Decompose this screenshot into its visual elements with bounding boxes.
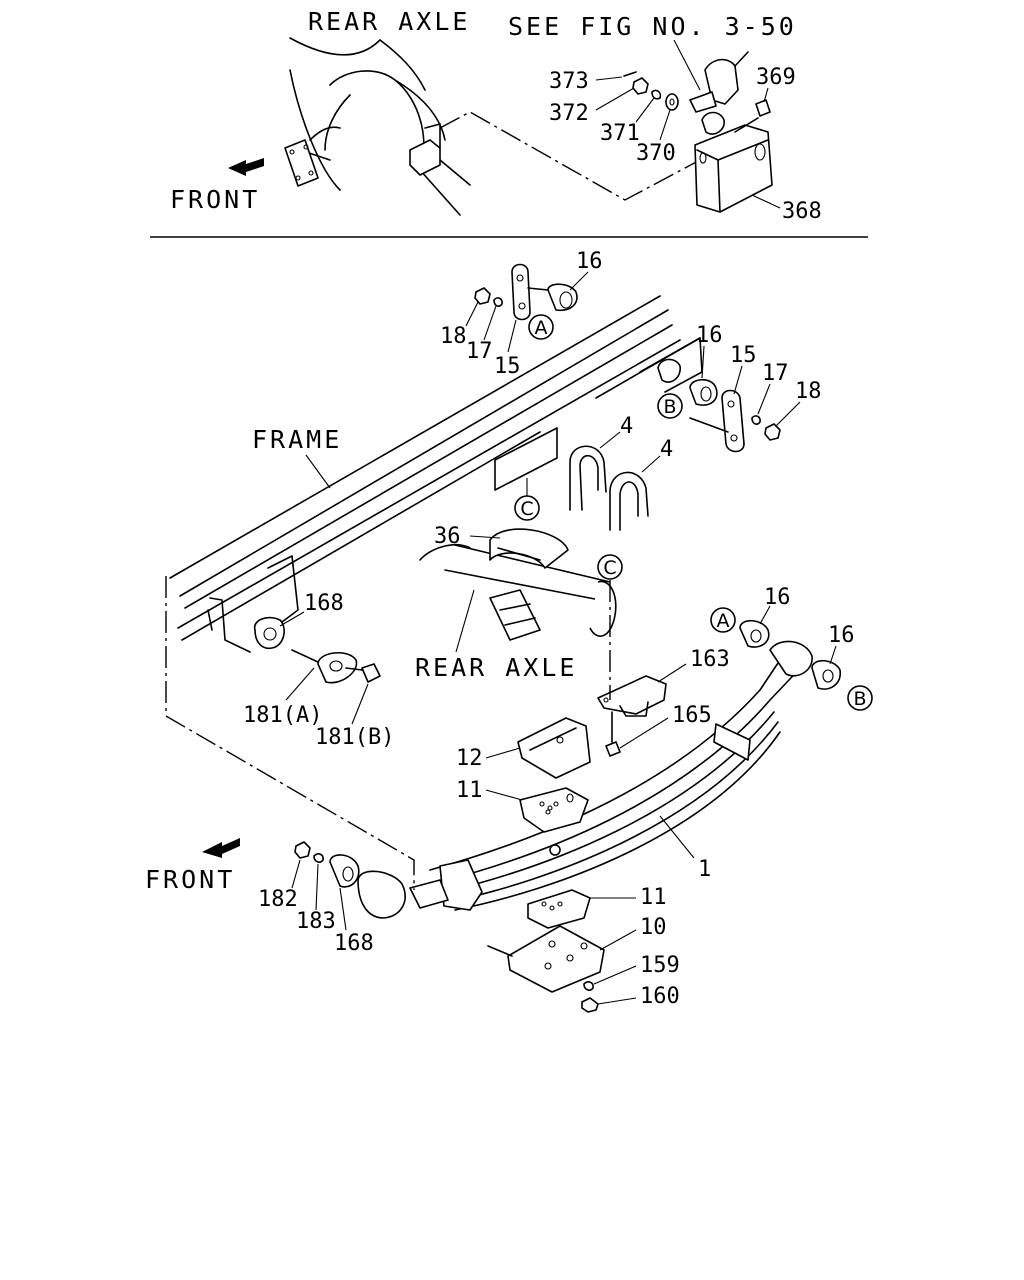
main-front-label: FRONT <box>145 865 235 894</box>
callout-12: 12 <box>456 746 483 771</box>
ref-circle-c-axle: C <box>603 557 616 579</box>
callout-160: 160 <box>640 984 680 1009</box>
callout-159: 159 <box>640 953 680 978</box>
callout-183: 183 <box>296 909 336 934</box>
rear-axle-main <box>419 528 617 641</box>
callout-163: 163 <box>690 647 730 672</box>
see-fig-label: SEE FIG NO. 3-50 <box>508 12 797 41</box>
callout-181a: 181(A) <box>243 703 322 728</box>
main-callouts: 16 18 17 15 16 15 17 18 4 4 36 168 181(A… <box>243 249 855 1009</box>
callout-18-b: 18 <box>795 379 822 404</box>
top-rear-axle-drawing <box>228 37 701 216</box>
callout-369: 369 <box>756 65 796 90</box>
frame-rail <box>169 295 703 653</box>
callout-16-b: 16 <box>696 323 723 348</box>
callout-4-b: 4 <box>660 437 673 462</box>
callout-181b: 181(B) <box>315 725 394 750</box>
callout-10: 10 <box>640 915 667 940</box>
callout-372: 372 <box>549 101 589 126</box>
main-rear-axle-label: REAR AXLE <box>415 653 577 682</box>
ref-circle-a-spring: A <box>717 610 730 632</box>
callout-182: 182 <box>258 887 298 912</box>
callout-17-a: 17 <box>466 339 493 364</box>
callout-16-d: 16 <box>828 623 855 648</box>
callout-15-a: 15 <box>494 354 521 379</box>
callout-1: 1 <box>698 857 711 882</box>
callout-16-c: 16 <box>764 585 791 610</box>
callout-165: 165 <box>672 703 712 728</box>
leaf-spring <box>357 640 813 919</box>
callout-168-a: 168 <box>304 591 344 616</box>
reference-circles: A B C C A B <box>514 314 873 711</box>
top-front-label: FRONT <box>170 185 260 214</box>
bushing-16-a <box>739 619 770 648</box>
ref-circle-a-top: A <box>535 317 548 339</box>
callout-371: 371 <box>600 121 640 146</box>
callout-36: 36 <box>434 524 461 549</box>
upper-shackle-parts <box>474 263 781 453</box>
top-bracket-assembly <box>623 51 773 213</box>
callout-15-b: 15 <box>730 343 757 368</box>
callout-16-a: 16 <box>576 249 603 274</box>
callout-11-b: 11 <box>640 885 667 910</box>
frame-label: FRAME <box>252 425 342 454</box>
callout-17-b: 17 <box>762 361 789 386</box>
callout-11-a: 11 <box>456 778 483 803</box>
u-bolts <box>569 445 649 531</box>
top-rear-axle-label: REAR AXLE <box>308 7 470 36</box>
ref-circle-b-spring: B <box>853 688 866 710</box>
callout-168-b: 168 <box>334 931 374 956</box>
bushing-16-b <box>811 659 841 690</box>
callout-373: 373 <box>549 69 589 94</box>
spring-seat-parts <box>487 675 667 1013</box>
front-eye-parts <box>202 649 381 888</box>
callout-370: 370 <box>636 141 676 166</box>
callout-18-a: 18 <box>440 324 467 349</box>
ref-circle-c-frame: C <box>520 498 533 520</box>
front-arrow-icon <box>228 158 264 176</box>
callout-368: 368 <box>782 199 822 224</box>
front-bracket-outline <box>165 576 415 890</box>
main-front-arrow-icon <box>202 838 240 858</box>
callout-4-a: 4 <box>620 414 633 439</box>
top-callouts: 373 372 371 370 369 368 <box>549 39 822 224</box>
ref-circle-b-top: B <box>663 396 676 418</box>
